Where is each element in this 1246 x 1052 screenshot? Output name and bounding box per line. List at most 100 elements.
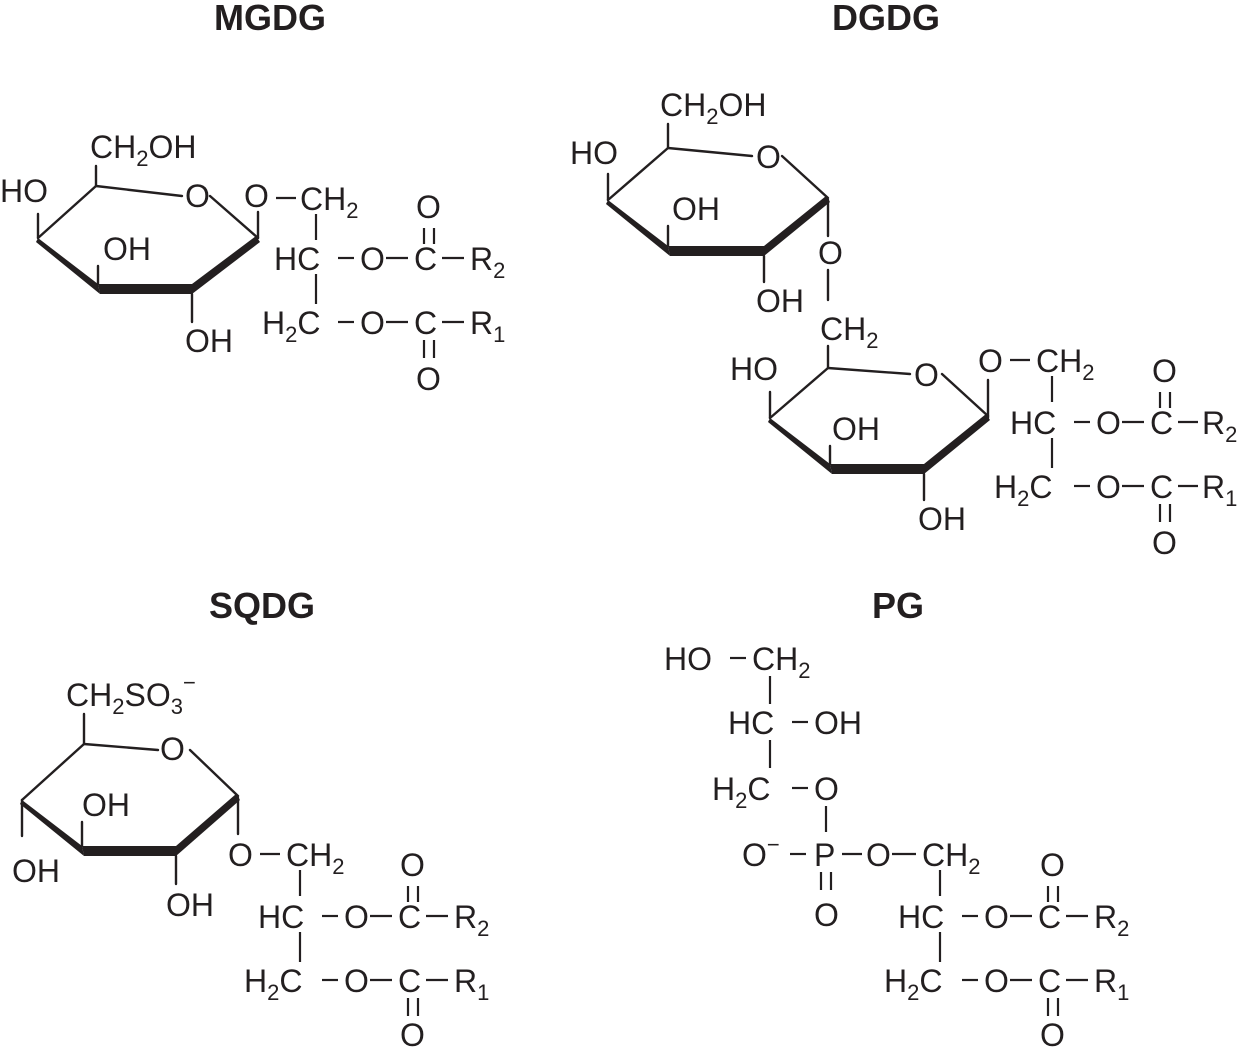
pg-carbonyl-o2: O — [1040, 847, 1065, 883]
dgdg-r1: R1 — [1202, 469, 1237, 511]
mgdg-c5-c4-bond — [36, 184, 98, 240]
dgdg-ho-lower: HO — [730, 351, 778, 387]
mgdg-c5-o-bond — [94, 184, 184, 198]
pg-carbonyl-c1: C — [1038, 963, 1061, 999]
dgdg-carbonyl-c2: C — [1150, 405, 1173, 441]
mgdg-hc: HC — [274, 241, 320, 277]
dgdg-carbonyl-o2: O — [1152, 353, 1177, 389]
mgdg-ester-o1: O — [360, 305, 385, 341]
mgdg-oh-c2: OH — [185, 323, 233, 359]
pg-phosphate-o-lower: O — [814, 897, 839, 933]
dgdg-oh-upper-c3: OH — [672, 191, 720, 227]
sqdg-oh-c2: OH — [166, 887, 214, 923]
pg-carbonyl-c2: C — [1038, 899, 1061, 935]
dgdg-lo-c4-c3-wedge — [768, 418, 832, 474]
dgdg-oh-lower-c2: OH — [918, 501, 966, 537]
mgdg-r2: R2 — [470, 241, 505, 283]
dgdg-ch2-link: CH2 — [820, 311, 878, 353]
mgdg-carbonyl-c2: C — [414, 241, 437, 277]
dgdg-h2c: H2C — [994, 469, 1052, 511]
mgdg-ch2oh-label: CH2OH — [90, 129, 196, 171]
dgdg-up-c5-o — [666, 146, 754, 158]
sqdg-o-c1 — [188, 748, 240, 798]
dgdg-oh-lower-c3: OH — [832, 411, 880, 447]
dgdg-lo-c5-c4 — [768, 366, 830, 420]
sqdg-ch2-top: CH2 — [286, 837, 344, 879]
pg-ester-o2: O — [984, 899, 1009, 935]
mgdg-ho-c4: HO — [0, 173, 48, 209]
dgdg-up-c3-c2-wedge — [668, 246, 764, 256]
dgdg-lo-c3-c2-wedge — [830, 464, 924, 474]
sqdg-ch2so3-label: CH2SO3− — [66, 670, 196, 719]
dgdg-hc: HC — [1010, 405, 1056, 441]
sqdg-h2c: H2C — [244, 963, 302, 1005]
sqdg-ester-o2: O — [344, 899, 369, 935]
sqdg-carbonyl-c1: C — [398, 963, 421, 999]
mgdg-carbonyl-c1: C — [414, 305, 437, 341]
dgdg-lo-c2-c1-wedge — [924, 414, 990, 474]
dgdg-ho-upper: HO — [570, 135, 618, 171]
pg-phosphorus: P — [814, 837, 835, 873]
pg-oh-head: OH — [814, 705, 862, 741]
dgdg-linker-o: O — [818, 235, 843, 271]
pg-phosphate-o-ester: O — [866, 837, 891, 873]
pg-carbonyl-o1: O — [1040, 1017, 1065, 1052]
mgdg-r1: R1 — [470, 305, 505, 347]
sqdg-c2-c1-wedge — [176, 794, 240, 856]
dgdg-structure: DGDG CH2OH HO O OH OH O CH2 HO O OH OH O — [570, 0, 1237, 561]
sqdg-ester-o1: O — [344, 963, 369, 999]
dgdg-lo-o-c1 — [940, 372, 990, 418]
mgdg-c3-c2-wedge — [98, 284, 192, 294]
mgdg-ring-o: O — [185, 178, 210, 214]
pg-ch2-top: CH2 — [922, 837, 980, 879]
dgdg-ch2oh-label: CH2OH — [660, 87, 766, 129]
dgdg-carbonyl-c1: C — [1150, 469, 1173, 505]
sqdg-oh-c3: OH — [82, 787, 130, 823]
sqdg-c4-c3-wedge — [20, 800, 84, 856]
sqdg-structure: SQDG CH2SO3− O OH OH OH O CH2 HC O C O R… — [12, 585, 489, 1052]
dgdg-oh-upper-c2: OH — [756, 283, 804, 319]
pg-r2: R2 — [1094, 899, 1129, 941]
sqdg-carbonyl-o1: O — [400, 1017, 425, 1052]
mgdg-o-c1-bond — [208, 194, 260, 240]
mgdg-title: MGDG — [214, 0, 326, 38]
pg-hc: HC — [898, 899, 944, 935]
pg-hc-head: HC — [728, 705, 774, 741]
pg-title: PG — [872, 585, 924, 626]
mgdg-c2-c1-wedge — [192, 236, 260, 294]
sqdg-oh-c4: OH — [12, 853, 60, 889]
sqdg-c5-o — [82, 742, 160, 752]
dgdg-ester-o1: O — [1096, 469, 1121, 505]
dgdg-up-c4-c3-wedge — [606, 200, 670, 256]
sqdg-c5-c4 — [20, 742, 86, 802]
sqdg-r1: R1 — [454, 963, 489, 1005]
dgdg-ch2-top: CH2 — [1036, 343, 1094, 385]
sqdg-ring-o: O — [160, 731, 185, 767]
mgdg-ch2-top: CH2 — [300, 181, 358, 223]
dgdg-ring-o-lower: O — [914, 357, 939, 393]
dgdg-up-o-c1 — [780, 154, 830, 200]
pg-ester-o1: O — [984, 963, 1009, 999]
mgdg-glyco-o: O — [244, 178, 269, 214]
dgdg-r2: R2 — [1202, 405, 1237, 447]
pg-structure: PG HO CH2 HC OH H2C O O− P O O CH2 HC O … — [664, 585, 1129, 1052]
dgdg-title: DGDG — [832, 0, 940, 38]
mgdg-h2c: H2C — [262, 305, 320, 347]
mgdg-c4-c3-wedge — [36, 238, 100, 294]
pg-r1: R1 — [1094, 963, 1129, 1005]
dgdg-glyco-o: O — [978, 343, 1003, 379]
sqdg-glyco-o: O — [228, 837, 253, 873]
dgdg-lo-c5-o — [826, 366, 912, 376]
dgdg-up-c2-c1-wedge — [764, 196, 830, 256]
dgdg-carbonyl-o1: O — [1152, 525, 1177, 561]
sqdg-carbonyl-c2: C — [398, 899, 421, 935]
mgdg-ester-o2: O — [360, 241, 385, 277]
sqdg-r2: R2 — [454, 899, 489, 941]
dgdg-up-c5-c4 — [606, 146, 670, 202]
mgdg-carbonyl-o1: O — [416, 361, 441, 397]
pg-h2c: H2C — [884, 963, 942, 1005]
dgdg-ring-o-upper: O — [756, 139, 781, 175]
mgdg-structure: MGDG CH2OH HO O OH OH O CH2 HC O C — [0, 0, 505, 397]
